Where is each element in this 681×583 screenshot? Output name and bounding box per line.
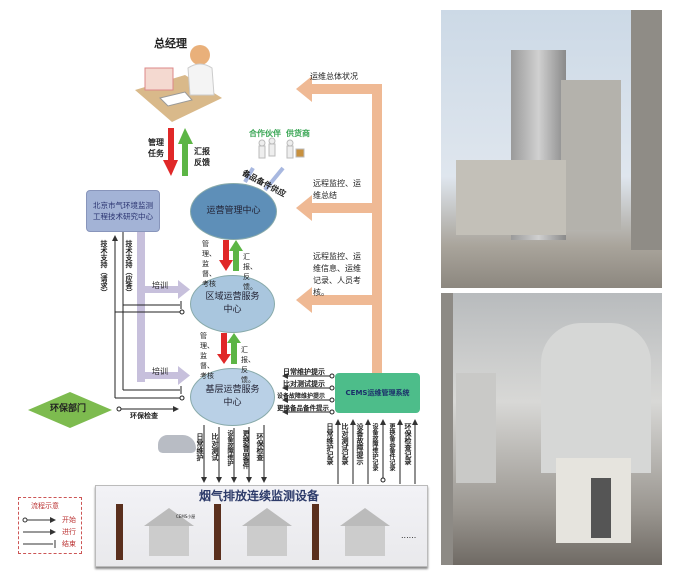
record-1: 比对测试记录: [341, 423, 349, 465]
cems-system-box[interactable]: CEMS运维管理系统: [335, 373, 420, 413]
chimney-icon: [312, 504, 319, 560]
overall-status-label: 运维总体状况: [310, 72, 358, 81]
cems-house-body: [345, 526, 385, 556]
env-check-label: 环保检查: [130, 412, 158, 420]
orange-feedback-arrows: [296, 76, 382, 374]
training-label-1: 培训: [152, 281, 168, 290]
photo-cems-tower-2: [441, 293, 662, 565]
more-ellipsis: ......: [401, 531, 417, 540]
cems-house-icon: [242, 508, 292, 526]
legend: 流程示意 开始 进行 结束: [18, 497, 82, 554]
car-icon: [158, 435, 196, 453]
legend-end: 结束: [62, 540, 76, 548]
record-0: 日常维护记录: [326, 423, 334, 465]
legend-start: 开始: [62, 516, 76, 524]
task-3: 更换备品备件: [241, 430, 249, 469]
cems-house-body: [149, 526, 189, 556]
training-arrows: [137, 232, 190, 385]
env-dept-diamond: [28, 392, 112, 428]
record-4: 更换备品备件记录: [388, 423, 395, 471]
report-label-1: 汇报、反馈。: [243, 253, 257, 291]
cems-prompt-lines: [282, 373, 335, 415]
prompt-0: 日常维护提示: [283, 368, 325, 376]
supplier-label: 供货商: [286, 129, 310, 138]
manager-arrows: [163, 128, 243, 364]
cems-house-icon: [340, 508, 390, 526]
support-request-label: 技术支持（请求）: [100, 240, 108, 296]
report-label-2: 汇报、反馈。: [241, 346, 255, 384]
prompt-1: 比对测试提示: [283, 380, 325, 388]
cems-house-body: [247, 526, 287, 556]
to-regional-label: 远程监控、运维信息、运维记录、人员考核。: [313, 252, 361, 297]
to-ops-label: 远程监控、运维总结: [313, 179, 361, 200]
task-0: 日常维护: [196, 433, 204, 461]
legend-progress: 进行: [62, 528, 76, 536]
training-label-2: 培训: [152, 367, 168, 376]
legend-title: 流程示意: [31, 502, 59, 510]
research-center-box[interactable]: 北京市气环境监测工程技术研究中心: [86, 190, 160, 232]
task-1: 比对测试: [211, 433, 219, 461]
prompt-3: 更换备品备件提示: [277, 404, 329, 412]
record-3: 设备故障维护记录: [371, 423, 378, 471]
partner-label: 合作伙伴: [249, 129, 281, 138]
cems-house-icon: [144, 508, 194, 526]
mgmt-label-1: 管理、监督、考核: [202, 240, 216, 288]
chimney-icon: [116, 504, 123, 560]
mgmt-label-2: 管理、监督、考核: [200, 332, 214, 380]
monitoring-equipment-panel: 烟气排放连续监测设备 CEMS小屋 ......: [95, 485, 428, 567]
record-5: 环保检查记录: [404, 423, 412, 465]
manager-task-label: 管理任务: [148, 138, 164, 158]
ops-management-center[interactable]: 运营管理中心: [190, 183, 277, 240]
manager-report-label: 汇报反馈: [194, 147, 210, 167]
support-answer-label: 技术支持（应答）: [125, 240, 133, 296]
task-4: 环保检查: [256, 433, 264, 461]
task-2: 设备故障维护: [226, 430, 233, 466]
photo-cems-tower-1: [441, 10, 662, 288]
chimney-icon: [214, 504, 221, 560]
manager-title: 总经理: [154, 37, 187, 50]
house-label: CEMS小屋: [176, 514, 196, 519]
base-service-center[interactable]: 基层运营服务中心: [190, 368, 275, 426]
partner-figures: [258, 137, 305, 159]
prompt-2: 设备故障维护提示: [277, 393, 326, 400]
manager-figure: [135, 45, 222, 122]
regional-service-center[interactable]: 区域运营服务中心: [190, 275, 275, 333]
env-dept-label: 环保部门: [50, 404, 87, 414]
record-2: 设备故障提示: [356, 423, 364, 465]
equipment-title: 烟气排放连续监测设备: [199, 489, 320, 503]
